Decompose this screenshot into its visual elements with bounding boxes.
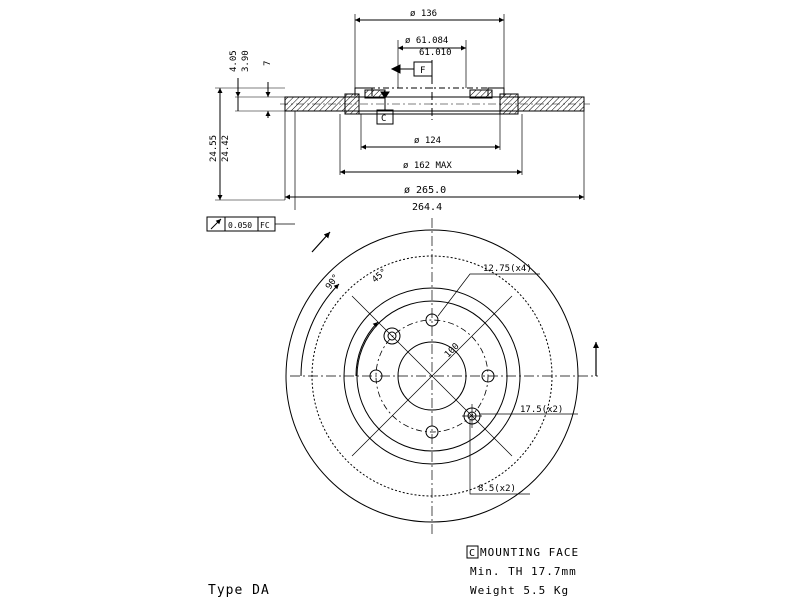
label-datum-c: C bbox=[381, 114, 386, 124]
cross-section-view bbox=[206, 14, 590, 232]
label-90deg: 90° bbox=[324, 273, 342, 292]
front-labels: 90° 45° 100 12.75(x4) 17.5(x2) 8.5(x2) bbox=[324, 264, 563, 494]
note-min-thickness: Min. TH 17.7mm bbox=[470, 565, 577, 578]
bolt-hole-bottom bbox=[425, 425, 439, 439]
label-d265: ø 265.0 bbox=[404, 185, 446, 196]
label-d61-084: ø 61.084 bbox=[405, 36, 448, 46]
label-holes-x2-a: 17.5(x2) bbox=[520, 405, 563, 415]
bolt-hole-left bbox=[369, 369, 383, 383]
type-label: Type DA bbox=[208, 583, 270, 598]
hub-inner-right bbox=[469, 89, 493, 99]
label-pcd-100: 100 bbox=[443, 342, 462, 361]
label-d264: 264.4 bbox=[412, 202, 442, 213]
arc-90 bbox=[300, 283, 340, 377]
leader-holes2b bbox=[469, 420, 530, 495]
label-h4-05: 4.05 bbox=[229, 50, 239, 72]
section-labels: ø 136 ø 61.084 61.010 F C ø 124 ø 162 MA… bbox=[209, 9, 452, 230]
note-weight: Weight 5.5 Kg bbox=[470, 584, 569, 597]
label-holes-x4: 12.75(x4) bbox=[483, 264, 532, 274]
note-c-letter: C bbox=[469, 548, 475, 559]
label-h24-42: 24.42 bbox=[221, 135, 231, 162]
note-c-box bbox=[466, 545, 479, 559]
front-view bbox=[285, 218, 599, 535]
label-runout-value: 0.050 bbox=[228, 221, 252, 230]
locating-hole-upper-left bbox=[383, 327, 401, 345]
notes-block: C MOUNTING FACE Min. TH 17.7mm Weight 5.… bbox=[466, 545, 579, 597]
label-d162: ø 162 MAX bbox=[403, 161, 452, 171]
leader-holes4 bbox=[437, 273, 540, 317]
label-runout-ref: FC bbox=[260, 221, 270, 230]
bolt-hole-top bbox=[425, 313, 439, 327]
label-h7: 7 bbox=[263, 61, 273, 66]
label-d136: ø 136 bbox=[410, 9, 437, 19]
label-datum-f: F bbox=[420, 66, 425, 76]
label-45deg: 45° bbox=[371, 267, 390, 285]
label-d124: ø 124 bbox=[414, 136, 441, 146]
label-h24-55: 24.55 bbox=[209, 135, 219, 162]
label-h3-90: 3.90 bbox=[241, 50, 251, 72]
rotation-arrow bbox=[311, 231, 331, 253]
arc-45 bbox=[355, 321, 379, 377]
bolt-hole-right bbox=[481, 369, 495, 383]
note-mounting-face: MOUNTING FACE bbox=[480, 546, 579, 559]
label-d61-010: 61.010 bbox=[419, 48, 452, 58]
label-holes-x2-b: 8.5(x2) bbox=[478, 484, 516, 494]
